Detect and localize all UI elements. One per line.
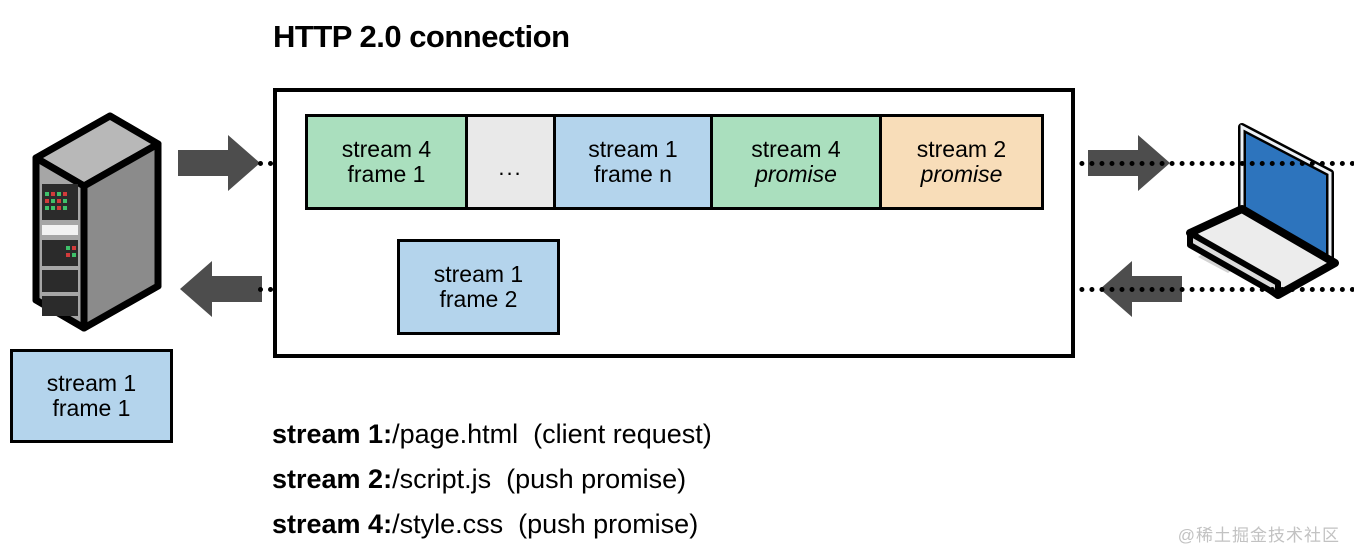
- legend-row-stream4: stream 4:/style.css (push promise): [272, 502, 712, 547]
- legend-row-stream2: stream 2:/script.js (push promise): [272, 457, 712, 502]
- frame-cell-line1: stream 4: [751, 136, 841, 163]
- legend-label: stream 4:: [272, 509, 393, 539]
- legend-row-stream1: stream 1:/page.html (client request): [272, 412, 712, 457]
- frame-cell-stream1-framen[interactable]: stream 1 frame n: [553, 114, 713, 210]
- legend-path: /style.css: [392, 509, 504, 539]
- frame-cell-stream4-frame1[interactable]: stream 4 frame 1: [305, 114, 468, 210]
- arrow-server-to-connection: [178, 133, 262, 193]
- legend-path: /page.html: [392, 419, 519, 449]
- frame-cell-ellipsis[interactable]: ...: [465, 114, 556, 210]
- ellipsis-label: ...: [498, 155, 523, 180]
- arrow-connection-to-server: [168, 259, 262, 319]
- frame-cell-line2: promise: [920, 161, 1003, 187]
- frame-cell-stream4-promise[interactable]: stream 4 promise: [710, 114, 882, 210]
- server-icon: [18, 100, 168, 332]
- legend-label: stream 1:: [272, 419, 393, 449]
- frame-cell-line1: stream 1: [588, 136, 678, 163]
- page-title: HTTP 2.0 connection: [273, 19, 570, 54]
- legend-path: /script.js: [392, 464, 492, 494]
- frame-cell-line1: stream 1: [433, 261, 524, 288]
- legend-note: (push promise): [518, 509, 699, 539]
- stream-legend: stream 1:/page.html (client request) str…: [272, 412, 712, 547]
- frame-cell-line2: frame 1: [52, 395, 131, 421]
- frame-cell-stream1-frame2[interactable]: stream 1 frame 2: [397, 239, 560, 335]
- frame-cell-line2: promise: [755, 161, 837, 187]
- legend-label: stream 2:: [272, 464, 393, 494]
- frame-cell-line2: frame 2: [439, 286, 518, 312]
- legend-note: (push promise): [506, 464, 687, 494]
- legend-note: (client request): [533, 419, 712, 449]
- frame-cell-line1: stream 2: [916, 136, 1007, 163]
- laptop-icon: [1180, 115, 1345, 310]
- frame-cell-line2: frame n: [594, 161, 672, 187]
- frame-cell-line1: stream 4: [341, 136, 432, 163]
- frame-cell-stream1-frame1[interactable]: stream 1 frame 1: [10, 349, 173, 443]
- frame-cell-line1: stream 1: [46, 370, 137, 397]
- frame-cell-line2: frame 1: [347, 161, 426, 187]
- watermark: @稀土掘金技术社区: [1177, 526, 1340, 545]
- frame-cell-stream2-promise[interactable]: stream 2 promise: [879, 114, 1044, 210]
- multiplexed-frame-strip: stream 4 frame 1 ... stream 1 frame n st…: [305, 114, 1044, 210]
